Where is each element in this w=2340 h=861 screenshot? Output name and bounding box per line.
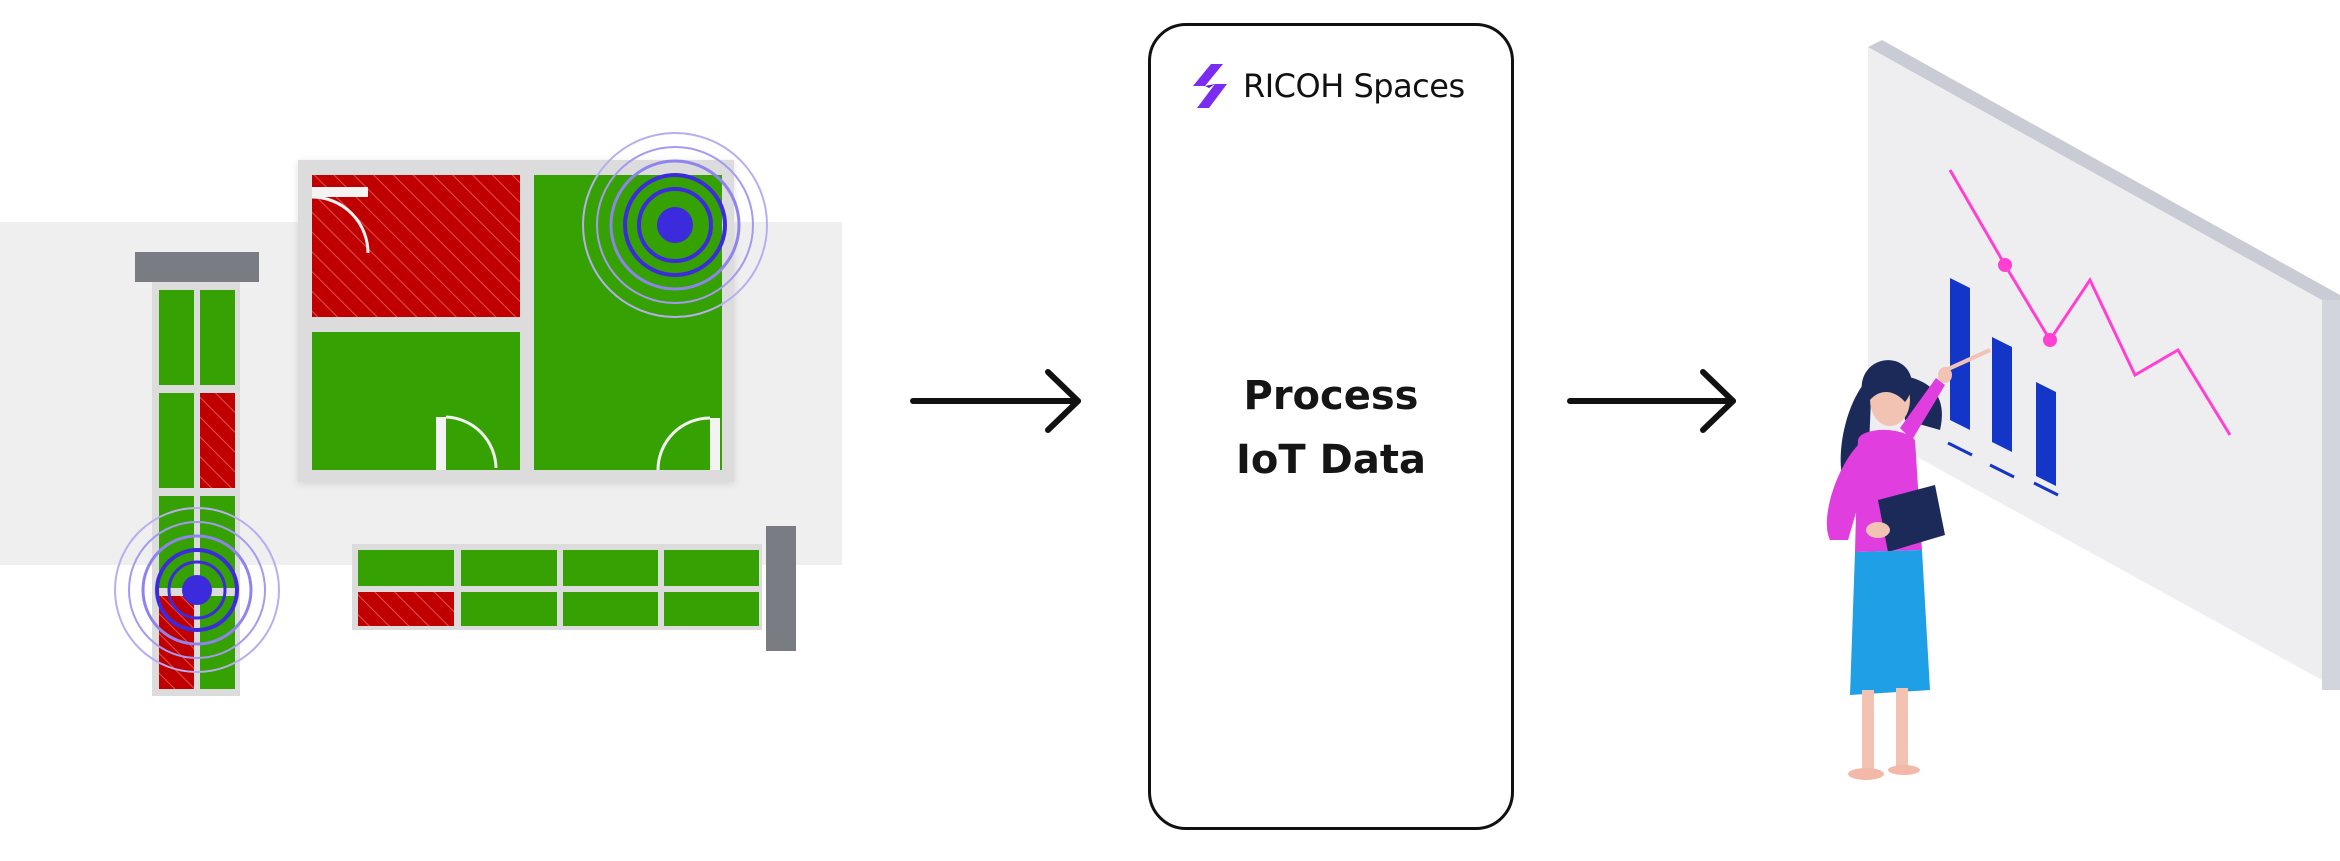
desk-strip-horizontal: [352, 526, 796, 651]
floorplan-illustration: [0, 132, 842, 696]
sensor-pulse: [114, 507, 280, 673]
sensor-pulse: [582, 132, 768, 318]
brand-header: RICOH Spaces: [1191, 62, 1465, 110]
room-free: [534, 175, 722, 470]
process-label-line: Process: [1243, 373, 1419, 419]
arrow-right-icon: [1567, 369, 1736, 433]
room-occupied: [312, 175, 520, 317]
brand-name: RICOH Spaces: [1243, 67, 1465, 105]
ricoh-spaces-logo-icon: [1193, 64, 1227, 108]
room-free: [312, 332, 520, 470]
presenter-person-illustration: [1826, 348, 1991, 780]
process-card: RICOH Spaces Process IoT Data: [1148, 23, 1514, 830]
process-label-line: IoT Data: [1236, 437, 1426, 483]
arrow-right-icon: [910, 369, 1081, 433]
process-label: Process IoT Data: [1151, 364, 1511, 492]
analytics-board-illustration: [1868, 40, 2340, 690]
